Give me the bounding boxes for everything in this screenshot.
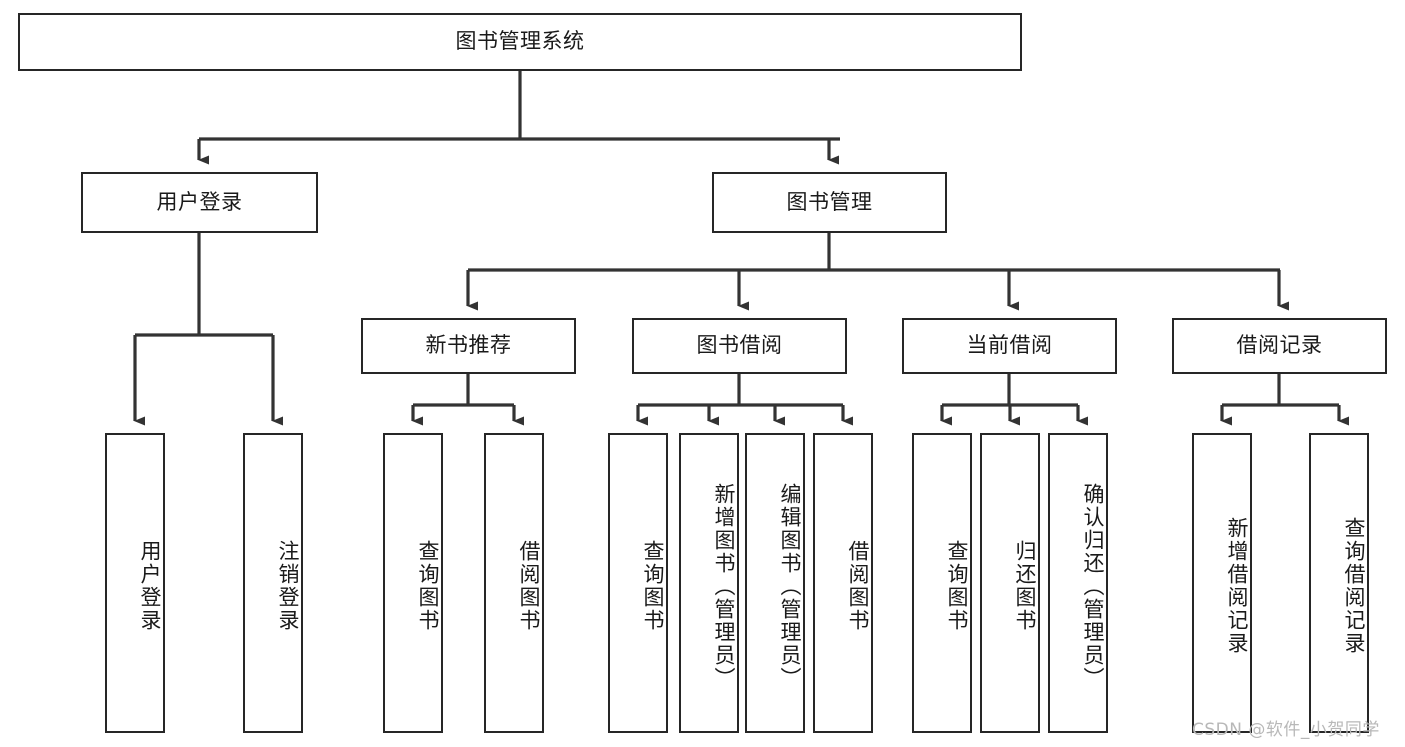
node-root-system[interactable]: 图书管理系统 [18,13,1022,71]
leaf-edit-book-admin[interactable]: 编辑图书（管理员） [745,433,805,733]
leaf-query-books-borrow[interactable]: 查询图书 [608,433,668,733]
node-book-borrow[interactable]: 图书借阅 [632,318,847,374]
leaf-query-borrow-record[interactable]: 查询借阅记录 [1309,433,1369,733]
leaf-add-borrow-record[interactable]: 新增借阅记录 [1192,433,1252,733]
leaf-query-books-current[interactable]: 查询图书 [912,433,972,733]
leaf-query-books-new[interactable]: 查询图书 [383,433,443,733]
node-user-login[interactable]: 用户登录 [81,172,318,233]
leaf-return-books[interactable]: 归还图书 [980,433,1040,733]
node-book-management[interactable]: 图书管理 [712,172,947,233]
leaf-confirm-return-admin[interactable]: 确认归还（管理员） [1048,433,1108,733]
leaf-user-login[interactable]: 用户登录 [105,433,165,733]
node-current-borrow[interactable]: 当前借阅 [902,318,1117,374]
leaf-logout[interactable]: 注销登录 [243,433,303,733]
leaf-borrow-books[interactable]: 借阅图书 [813,433,873,733]
leaf-borrow-books-new[interactable]: 借阅图书 [484,433,544,733]
node-borrow-record[interactable]: 借阅记录 [1172,318,1387,374]
node-new-book-recommend[interactable]: 新书推荐 [361,318,576,374]
leaf-add-book-admin[interactable]: 新增图书（管理员） [679,433,739,733]
